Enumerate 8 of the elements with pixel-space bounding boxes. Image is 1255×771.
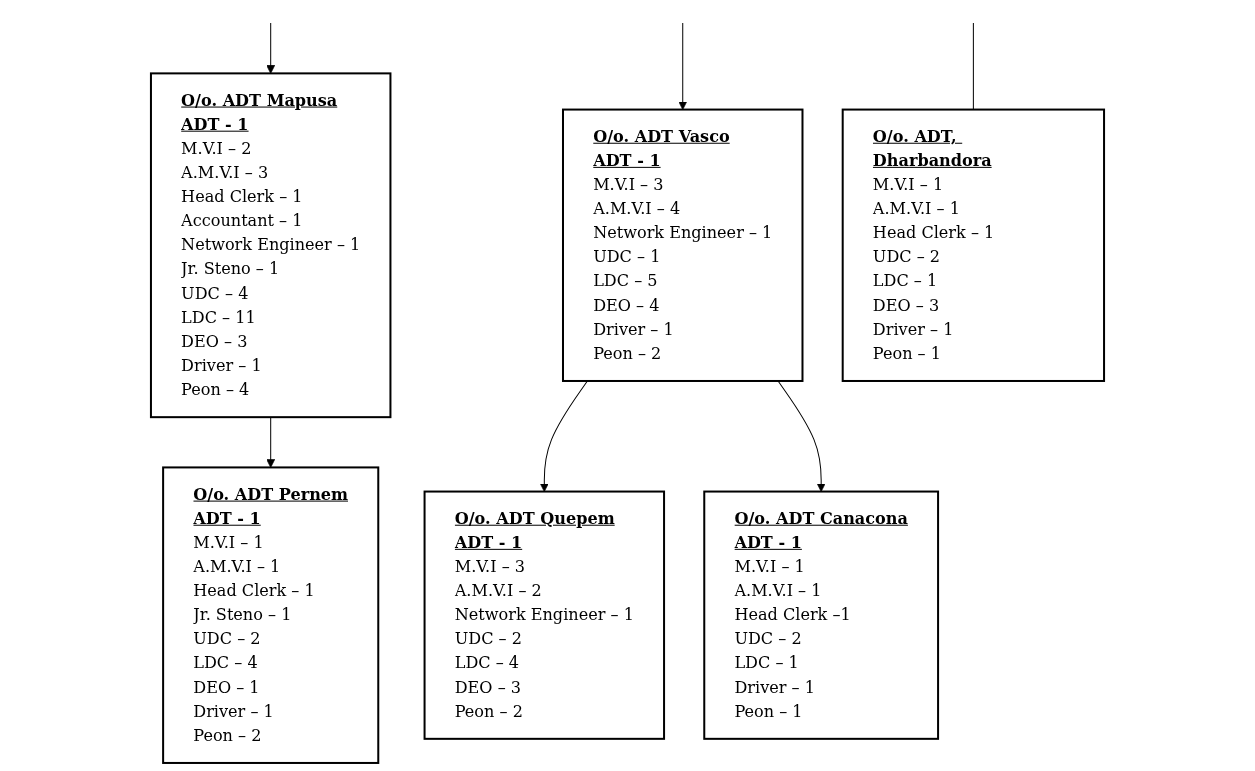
node-box: O/o. ADT Vasco ADT - 1 M.V.I – 3 A.M.V.I – 4 Network Engineer – 1 UDC – 1 LDC – 5 DEO – 4 Driver – 1 Peon – 2 xyxy=(562,108,804,382)
node-box: O/o. ADT Canacona ADT - 1 M.V.I – 1 A.M.V.I – 1 Head Clerk –1 UDC – 2 LDC – 1 Driver – 1 Peon – 1 xyxy=(703,490,940,740)
arrow xyxy=(266,22,276,74)
arrow xyxy=(777,380,826,492)
arrow xyxy=(539,380,588,492)
node-box: O/o. ADT Quepem ADT - 1 M.V.I – 3 A.M.V.I – 2 Network Engineer – 1 UDC – 2 LDC – 4 DEO – 3 Peon – 2 xyxy=(423,490,666,740)
node-box: O/o. ADT, Dharbandora M.V.I – 1 A.M.V.I – 1 Head Clerk – 1 UDC – 2 LDC – 1 DEO – 3 Driver – 1 Peon – 1 xyxy=(841,108,1106,382)
arrow xyxy=(678,22,688,110)
